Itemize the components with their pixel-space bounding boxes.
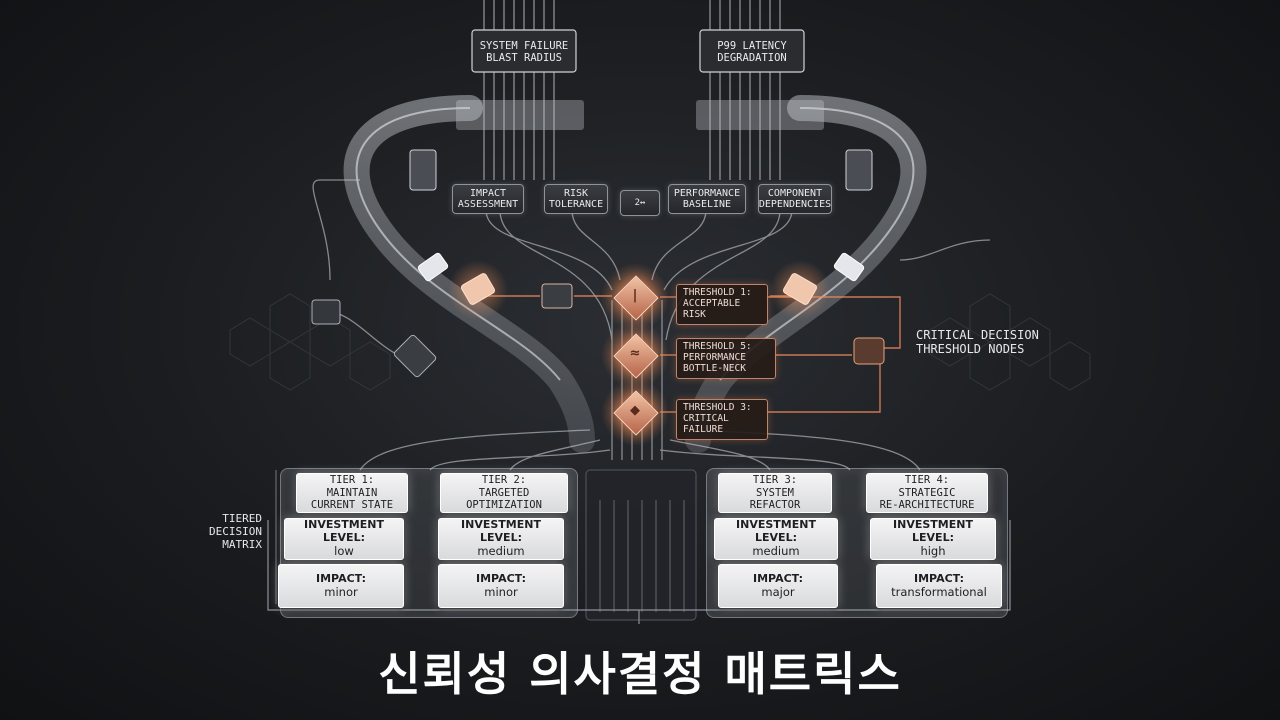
tier-4-title1: TIER 4: <box>904 474 950 487</box>
matrix-label-line3: MATRIX <box>222 538 262 552</box>
tier-2-title1: TIER 2: <box>481 474 527 487</box>
tier-4-invest-label: INVESTMENT LEVEL: <box>893 518 973 545</box>
matrix-label-line1: TIERED <box>222 512 262 525</box>
tier-2-investment-card: INVESTMENT LEVEL: medium <box>438 518 564 560</box>
factor-component-line2: DEPENDENCIES <box>758 199 832 210</box>
factor-component-line1: COMPONENT <box>767 187 823 199</box>
tier-4-impact-value: transformational <box>891 584 987 599</box>
center-junction-label: 2↔ <box>634 197 646 208</box>
threshold-3-line1: THRESHOLD 3: <box>683 402 752 413</box>
input-system-failure-line1: SYSTEM FAILURE <box>479 40 569 52</box>
threshold-3-line2: CRITICAL FAILURE <box>683 412 729 435</box>
matrix-label-line2: DECISION <box>209 525 262 539</box>
threshold-label-2: THRESHOLD 5: PERFORMANCE BOTTLE-NECK <box>676 338 776 379</box>
tier-4-impact-card: IMPACT: transformational <box>876 564 1002 608</box>
tier-1-title2: MAINTAIN <box>326 486 378 499</box>
factor-impact-line1: IMPACT <box>469 187 507 199</box>
tier-3-title2: SYSTEM <box>756 486 794 499</box>
tier-3-title1: TIER 3: <box>752 474 798 487</box>
threshold-node-1-glyph: | <box>632 288 638 303</box>
matrix-label: TIERED DECISION MATRIX <box>196 512 262 552</box>
tier-1-impact-value: minor <box>324 584 358 599</box>
tier-1-impact-label: IMPACT: <box>316 571 366 585</box>
factor-impact-line2: ASSESSMENT <box>457 199 519 210</box>
factor-performance-line1: PERFORMANCE <box>673 187 741 199</box>
factor-risk-line2: TOLERANCE <box>548 199 604 210</box>
input-p99-latency: P99 LATENCY DEGRADATION <box>700 40 804 64</box>
tier-3-impact-label: IMPACT: <box>753 571 803 585</box>
tier-2-impact-value: minor <box>484 584 518 599</box>
input-system-failure-line2: BLAST RADIUS <box>486 52 562 65</box>
tier-4-investment-card: INVESTMENT LEVEL: high <box>870 518 996 560</box>
tier-2-title2: TARGETED <box>478 486 530 499</box>
tier-4-invest-value: high <box>920 544 946 559</box>
tier-2-title3: OPTIMIZATION <box>466 499 542 512</box>
threshold-node-2-glyph: ≈ <box>629 346 641 361</box>
tier-3-title3: REFACTOR <box>749 499 801 512</box>
factor-performance-line2: BASELINE <box>682 199 732 210</box>
tier-3-invest-label: INVESTMENT LEVEL: <box>736 518 816 545</box>
input-system-failure: SYSTEM FAILURE BLAST RADIUS <box>472 40 576 64</box>
tier-2-impact-label: IMPACT: <box>476 571 526 585</box>
tier-3-investment-card: INVESTMENT LEVEL: medium <box>714 518 838 560</box>
tier-4-title-card: TIER 4: STRATEGIC RE-ARCHITECTURE <box>866 473 988 513</box>
tier-2-invest-value: medium <box>477 544 525 559</box>
tier-3-impact-card: IMPACT: major <box>718 564 838 608</box>
tier-2-title-card: TIER 2: TARGETED OPTIMIZATION <box>440 473 568 513</box>
tier-3-title-card: TIER 3: SYSTEM REFACTOR <box>718 473 832 513</box>
tier-1-impact-card: IMPACT: minor <box>278 564 404 608</box>
page-title: 신뢰성 의사결정 매트릭스 <box>378 647 902 701</box>
threshold-node-3-glyph: ◆ <box>630 403 640 418</box>
critical-decision-line2: THRESHOLD NODES <box>916 342 1025 357</box>
tier-4-impact-label: IMPACT: <box>914 571 964 585</box>
input-p99-latency-line2: DEGRADATION <box>717 52 787 65</box>
threshold-1-line1: THRESHOLD 1: <box>683 287 752 298</box>
critical-decision-label: CRITICAL DECISION THRESHOLD NODES <box>916 328 1039 357</box>
threshold-2-line2: PERFORMANCE <box>683 351 746 363</box>
tier-4-title3: RE-ARCHITECTURE <box>879 499 975 512</box>
tier-1-invest-value: low <box>334 544 354 559</box>
tier-1-invest-label: INVESTMENT LEVEL: <box>304 518 384 545</box>
center-junction-chip: 2↔ <box>620 190 660 216</box>
tier-3-invest-value: medium <box>752 544 800 559</box>
tier-1-title3: CURRENT STATE <box>310 499 394 512</box>
threshold-2-line1: THRESHOLD 5: <box>683 341 752 352</box>
tier-3-impact-value: major <box>761 584 795 599</box>
threshold-1-line2: ACCEPTABLE RISK <box>683 297 741 320</box>
threshold-label-3: THRESHOLD 3: CRITICAL FAILURE <box>676 399 768 440</box>
critical-decision-line1: CRITICAL DECISION <box>916 328 1039 342</box>
tier-2-impact-card: IMPACT: minor <box>438 564 564 608</box>
factor-risk-line1: RISK <box>563 187 589 199</box>
tier-1-investment-card: INVESTMENT LEVEL: low <box>284 518 404 560</box>
tier-4-title2: STRATEGIC <box>898 486 956 499</box>
input-p99-latency-line1: P99 LATENCY <box>717 40 787 52</box>
tier-2-invest-label: INVESTMENT LEVEL: <box>461 518 541 545</box>
threshold-label-1: THRESHOLD 1: ACCEPTABLE RISK <box>676 284 768 325</box>
threshold-2-line3: BOTTLE-NECK <box>683 362 746 374</box>
tier-1-title1: TIER 1: <box>329 474 375 487</box>
tier-1-title-card: TIER 1: MAINTAIN CURRENT STATE <box>296 473 408 513</box>
